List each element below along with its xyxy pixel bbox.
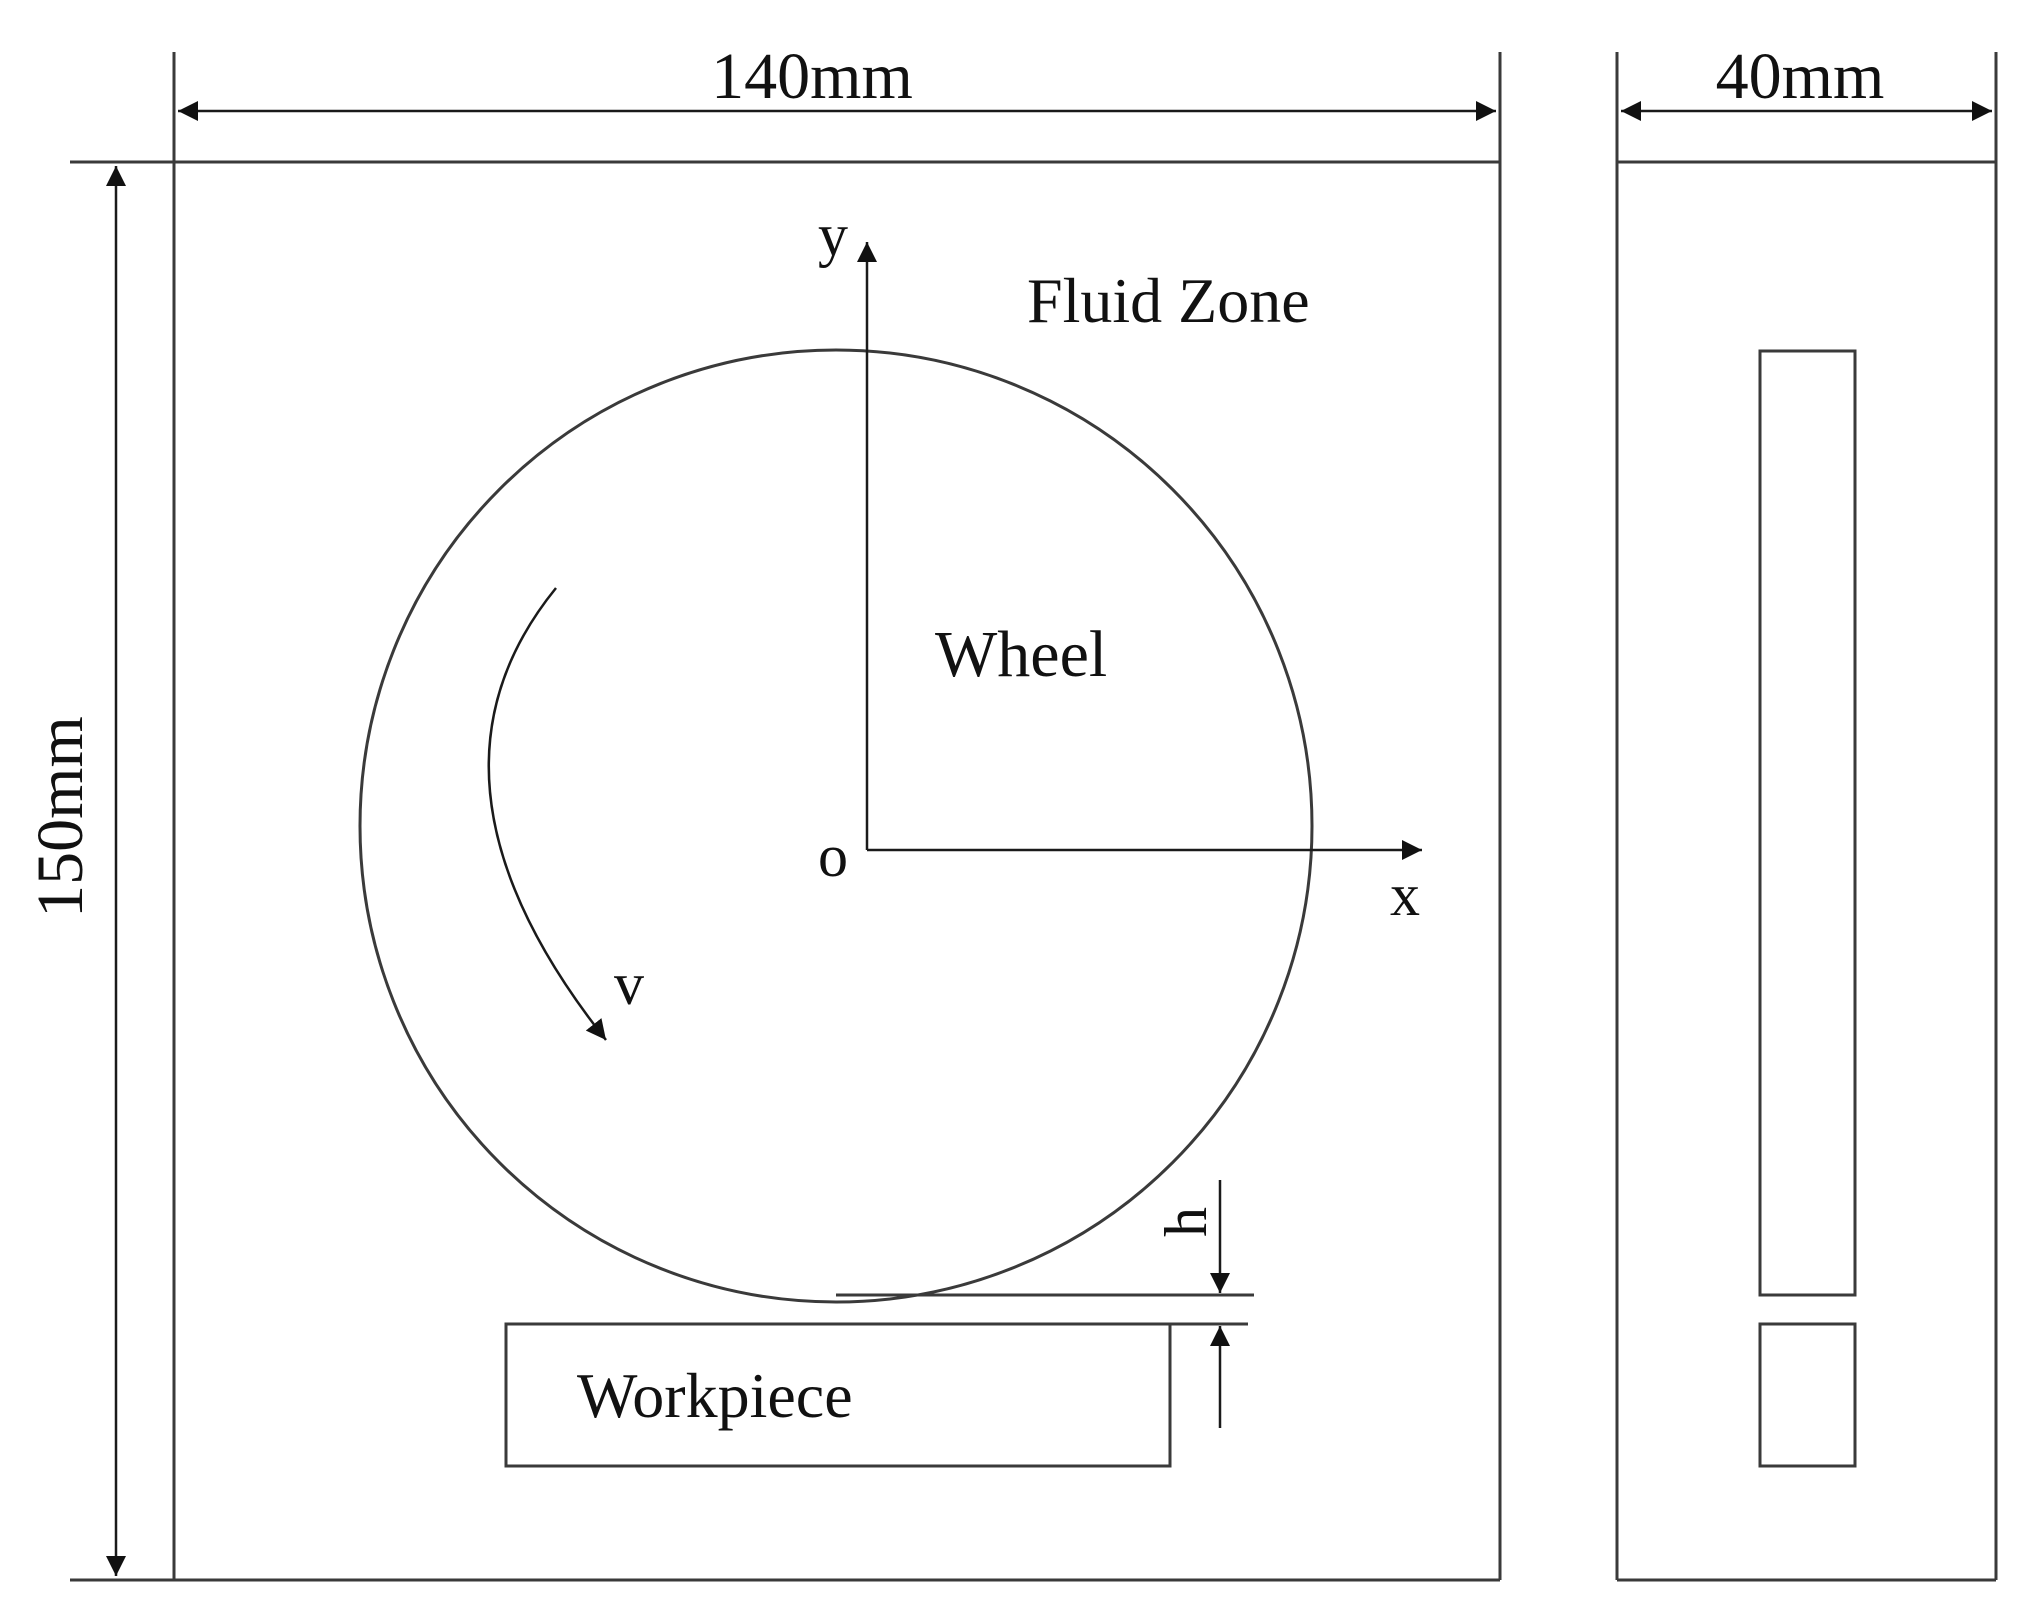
side-view: 40mm — [1615, 40, 1998, 1582]
wheel-side-rect — [1758, 349, 1857, 1297]
x-axis-label: x — [1390, 862, 1420, 928]
fluid-zone-label: Fluid Zone — [1027, 265, 1310, 336]
width-dimension-label: 140mm — [711, 40, 913, 113]
height-dimension-label: 150mm — [24, 716, 97, 918]
gap-label: h — [1153, 1207, 1219, 1237]
y-axis-label: y — [818, 202, 848, 268]
workpiece-label: Workpiece — [577, 1360, 853, 1431]
depth-dimension-label: 40mm — [1716, 40, 1885, 113]
velocity-label: v — [614, 951, 644, 1017]
origin-label: o — [818, 823, 848, 889]
rotation-arrow — [487, 587, 607, 1041]
wheel-label: Wheel — [935, 618, 1107, 691]
workpiece-rect — [504, 1322, 1172, 1468]
workpiece-side-rect — [1758, 1322, 1857, 1468]
wheel-circle — [358, 348, 1314, 1304]
front-view: 140mm 150mm Fluid Zone Wheel v y x o h W… — [24, 40, 1502, 1582]
